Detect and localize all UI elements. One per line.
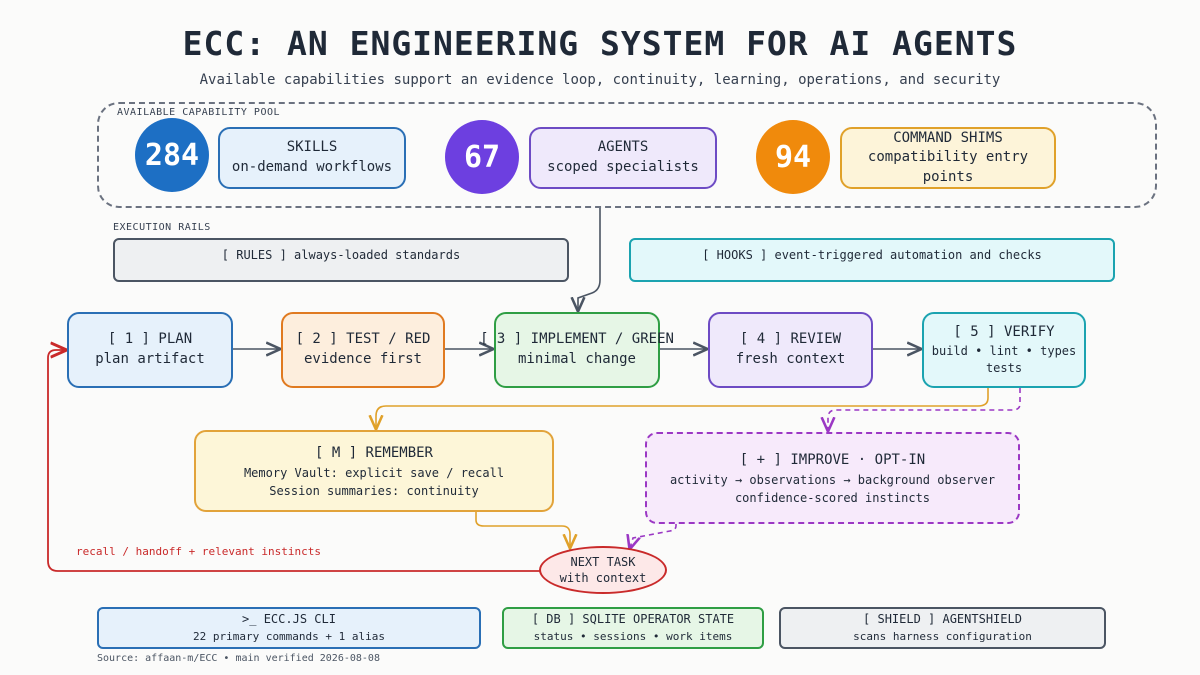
skills-count-badge: 284 bbox=[135, 118, 209, 192]
improve-box[interactable]: [ + ] IMPROVE · OPT-IN activity → observ… bbox=[645, 432, 1020, 524]
capability-pool-label: AVAILABLE CAPABILITY POOL bbox=[117, 107, 281, 118]
verify-to-remember-arrow bbox=[376, 388, 989, 428]
db-sub: status • sessions • work items bbox=[533, 629, 733, 643]
command-shims-desc: compatibility entry points bbox=[867, 149, 1029, 185]
step-review-sub: fresh context bbox=[735, 351, 846, 367]
page-title: ECC: AN ENGINEERING SYSTEM FOR AI AGENTS bbox=[182, 24, 1018, 63]
remember-line2: Session summaries: continuity bbox=[269, 483, 479, 498]
step-plan-sub: plan artifact bbox=[95, 351, 205, 367]
remember-to-next-arrow bbox=[475, 511, 570, 547]
next-task-title: NEXT TASK bbox=[570, 554, 636, 569]
improve-line1: activity → observations → background obs… bbox=[669, 472, 996, 487]
skills-card[interactable]: SKILLS on-demand workflows bbox=[218, 127, 406, 189]
step-review-title: [ 4 ] REVIEW bbox=[739, 331, 842, 348]
skills-name: SKILLS bbox=[286, 139, 338, 156]
step-review[interactable]: [ 4 ] REVIEW fresh context bbox=[708, 312, 873, 388]
source-note: Source: affaan-m/ECC • main verified 202… bbox=[97, 653, 380, 664]
recall-label: recall / handoff + relevant instincts bbox=[76, 545, 322, 558]
command-shims-name: COMMAND SHIMS bbox=[893, 129, 1003, 146]
agents-desc: scoped specialists bbox=[547, 159, 699, 175]
step-test[interactable]: [ 2 ] TEST / RED evidence first bbox=[281, 312, 445, 388]
execution-rails-label: EXECUTION RAILS bbox=[113, 222, 211, 233]
step-implement[interactable]: [ 3 ] IMPLEMENT / GREEN minimal change bbox=[480, 312, 674, 388]
step-plan[interactable]: [ 1 ] PLAN plan artifact bbox=[67, 312, 233, 388]
cli-title: >_ ECC.JS CLI bbox=[242, 612, 336, 627]
step-test-title: [ 2 ] TEST / RED bbox=[295, 331, 431, 348]
step-verify-sub: build • lint • types bbox=[931, 344, 1077, 358]
improve-title: [ + ] IMPROVE · OPT-IN bbox=[739, 451, 926, 468]
shield-card[interactable]: [ SHIELD ] AGENTSHIELD scans harness con… bbox=[779, 607, 1106, 649]
shield-sub: scans harness configuration bbox=[853, 629, 1032, 643]
remember-line1: Memory Vault: explicit save / recall bbox=[243, 465, 505, 480]
verify-to-improve-arrow bbox=[828, 388, 1021, 430]
remember-box[interactable]: [ M ] REMEMBER Memory Vault: explicit sa… bbox=[194, 430, 554, 512]
command-shims-count-badge: 94 bbox=[756, 120, 830, 194]
command-shims-card[interactable]: COMMAND SHIMS compatibility entry points bbox=[840, 127, 1056, 189]
agents-card[interactable]: AGENTS scoped specialists bbox=[529, 127, 717, 189]
step-verify-title: [ 5 ] VERIFY bbox=[953, 324, 1055, 341]
step-plan-title: [ 1 ] PLAN bbox=[107, 331, 193, 348]
skills-desc: on-demand workflows bbox=[231, 159, 393, 175]
step-implement-title: [ 3 ] IMPLEMENT / GREEN bbox=[480, 331, 674, 348]
agents-name: AGENTS bbox=[597, 139, 649, 156]
hooks-rail[interactable]: [ HOOKS ] event-triggered automation and… bbox=[629, 238, 1115, 282]
step-test-sub: evidence first bbox=[303, 351, 422, 367]
recall-loop-arrow bbox=[47, 350, 540, 572]
db-card[interactable]: [ DB ] SQLITE OPERATOR STATE status • se… bbox=[502, 607, 764, 649]
cli-sub: 22 primary commands + 1 alias bbox=[192, 629, 386, 643]
next-task-node[interactable]: NEXT TASK with context bbox=[539, 546, 667, 594]
pool-to-implement-arrow bbox=[578, 208, 601, 310]
cli-card[interactable]: >_ ECC.JS CLI 22 primary commands + 1 al… bbox=[97, 607, 481, 649]
step-verify-sub2: tests bbox=[985, 360, 1023, 375]
step-implement-sub: minimal change bbox=[517, 351, 636, 367]
improve-line2: confidence-scored instincts bbox=[734, 490, 931, 505]
next-task-sub: with context bbox=[559, 571, 647, 585]
page-subtitle: Available capabilities support an eviden… bbox=[199, 72, 1001, 88]
step-verify[interactable]: [ 5 ] VERIFY build • lint • types tests bbox=[922, 312, 1086, 388]
agents-count-badge: 67 bbox=[445, 120, 519, 194]
shield-title: [ SHIELD ] AGENTSHIELD bbox=[863, 612, 1022, 627]
improve-to-next-arrow bbox=[630, 524, 677, 548]
remember-title: [ M ] REMEMBER bbox=[314, 444, 433, 461]
rules-rail[interactable]: [ RULES ] always-loaded standards bbox=[113, 238, 569, 282]
db-title: [ DB ] SQLITE OPERATOR STATE bbox=[531, 612, 735, 627]
capability-pool bbox=[97, 102, 1157, 208]
